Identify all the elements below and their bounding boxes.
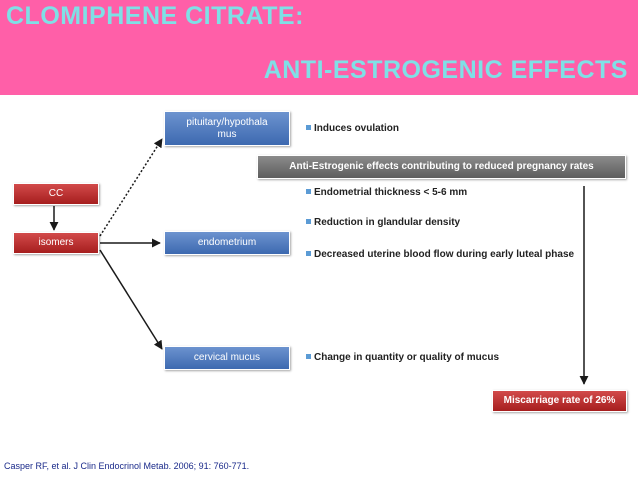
page-title: CLOMIPHENE CITRATE:	[6, 2, 304, 30]
bullet-marker	[306, 251, 311, 256]
bullet-marker	[306, 189, 311, 194]
node-cc: CC	[13, 183, 99, 205]
node-isomers: isomers	[13, 232, 99, 254]
page-subtitle: ANTI-ESTROGENIC EFFECTS	[263, 56, 628, 84]
title-banner: CLOMIPHENE CITRATE: ANTI-ESTROGENIC EFFE…	[0, 0, 638, 95]
arrow-isomers-to-cervical	[99, 249, 163, 350]
bullet-endometrial-thickness: Endometrial thickness < 5-6 mm	[306, 186, 586, 199]
anti-estrogenic-banner: Anti-Estrogenic effects contributing to …	[257, 155, 626, 179]
bullet-uterine-blood-flow: Decreased uterine blood flow during earl…	[306, 248, 576, 261]
bullet-glandular-density: Reduction in glandular density	[306, 216, 586, 229]
bullet-marker	[306, 125, 311, 130]
bullet-marker	[306, 219, 311, 224]
bullet-marker	[306, 354, 311, 359]
node-miscarriage: Miscarriage rate of 26%	[492, 390, 627, 412]
arrow-isomers-to-pituitary	[99, 138, 163, 237]
bullet-mucus-change: Change in quantity or quality of mucus	[306, 351, 586, 364]
node-pituitary: pituitary/hypothala mus	[164, 111, 290, 146]
citation: Casper RF, et al. J Clin Endocrinol Meta…	[4, 461, 250, 471]
node-endometrium: endometrium	[164, 231, 290, 255]
node-cervical-mucus: cervical mucus	[164, 346, 290, 370]
bullet-induces-ovulation: Induces ovulation	[306, 122, 546, 135]
